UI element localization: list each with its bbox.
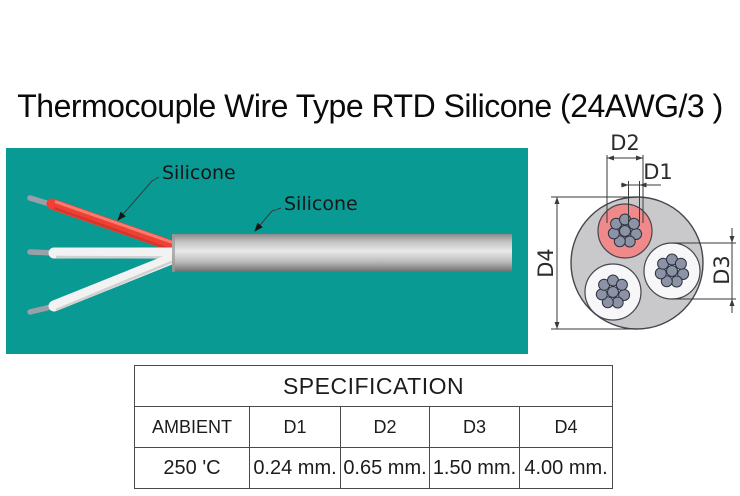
spec-value-row: 250 'C 0.24 mm. 0.65 mm. 1.50 mm. 4.00 m… xyxy=(134,447,614,489)
d3-label: D3 xyxy=(710,255,734,285)
silicone-label-inner: Silicone xyxy=(162,162,236,184)
page-title: Thermocouple Wire Type RTD Silicone (24A… xyxy=(17,88,723,124)
value-d1: 0.24 mm. xyxy=(249,447,341,489)
leader-line-outer xyxy=(254,207,282,232)
silicone-label-outer: Silicone xyxy=(284,193,358,215)
white-wire-middle xyxy=(48,247,184,259)
spec-table: SPECIFICATION AMBIENT D1 D2 D3 D4 250 'C… xyxy=(133,365,614,489)
cable-jacket xyxy=(172,234,512,272)
white-wire-bottom xyxy=(48,251,182,312)
d2-label: D2 xyxy=(610,133,640,155)
spec-title-row: SPECIFICATION xyxy=(133,365,614,407)
spec-table-title: SPECIFICATION xyxy=(133,365,614,407)
header-d4: D4 xyxy=(518,406,614,448)
value-d3: 1.50 mm. xyxy=(429,447,520,489)
value-d2: 0.65 mm. xyxy=(340,447,430,489)
header-d1: D1 xyxy=(249,406,341,448)
d4-dimension: D4 xyxy=(534,196,637,330)
d3-dimension: D3 xyxy=(672,228,736,313)
leader-line-inner xyxy=(117,176,160,221)
d4-label: D4 xyxy=(534,248,558,278)
header-d3: D3 xyxy=(429,406,520,448)
value-ambient: 250 'C xyxy=(134,447,250,489)
d2-dimension: D2 xyxy=(606,133,644,223)
cross-section-diagram: D2 D1 D4 D3 xyxy=(534,133,736,330)
header-ambient: AMBIENT xyxy=(134,406,250,448)
d1-dimension: D1 xyxy=(621,160,673,226)
red-wire xyxy=(46,198,184,254)
d1-label: D1 xyxy=(643,160,673,184)
value-d4: 4.00 mm. xyxy=(518,447,614,489)
cable-illustration: Silicone Silicone xyxy=(6,148,528,354)
spec-header-row: AMBIENT D1 D2 D3 D4 xyxy=(134,406,614,448)
header-d2: D2 xyxy=(340,406,430,448)
